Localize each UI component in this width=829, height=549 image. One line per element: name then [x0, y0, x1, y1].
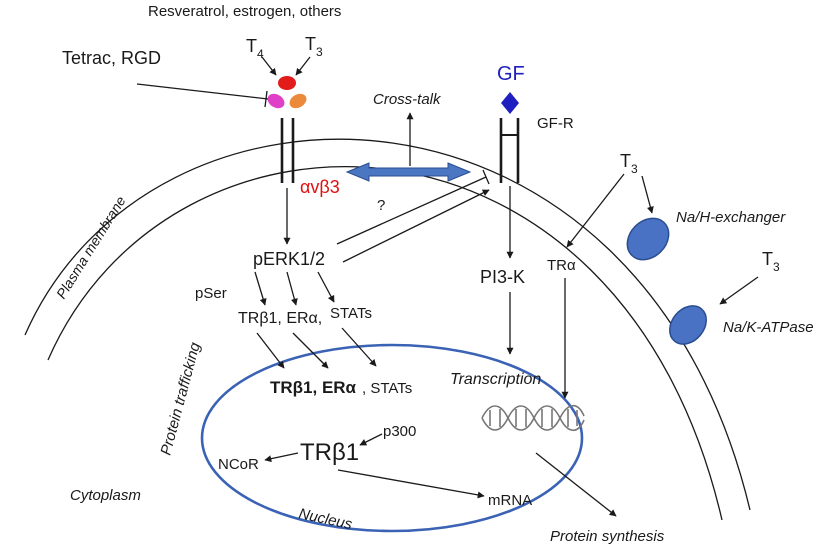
trb1-to-mrna-arrow — [337, 469, 485, 499]
perk-to-trb1-arrow — [254, 271, 267, 306]
protein-trafficking-label: Protein trafficking — [157, 340, 204, 457]
nah-exchanger-label: Na/H-exchanger — [676, 209, 786, 226]
t3-to-nah-exchanger-arrow — [641, 175, 654, 214]
ncor-label: NCoR — [218, 456, 259, 473]
p300-to-trb1-arrow — [359, 433, 383, 446]
ligands-top-label: Resveratrol, estrogen, others — [148, 3, 341, 20]
t3-to-nak-atpase-arrow — [719, 276, 759, 305]
pi3k-label: PI3-K — [480, 267, 525, 287]
t3-right-label: T3 — [620, 151, 638, 176]
gf-label: GF — [497, 63, 525, 85]
dna-to-protein-synthesis-arrow — [535, 452, 617, 517]
plasma-membrane-outer — [24, 138, 751, 511]
nuclear-tr-er-label: TRβ1, ERα — [270, 378, 357, 397]
dna-helix-icon — [481, 404, 585, 432]
cross-talk-double-arrow — [345, 162, 472, 182]
cytoplasmic-stats-label: STATs — [330, 305, 372, 322]
plasma-membrane-inner — [47, 166, 723, 521]
nuclear-stats-label: , STATs — [362, 380, 412, 397]
tetrac-inhibition-bar — [264, 90, 268, 108]
tetrac-inhibition-line — [136, 83, 269, 100]
pser-label: pSer — [195, 285, 227, 302]
perk-to-gfr-inhibition-line — [336, 176, 487, 245]
nucleus-label: Nucleus — [297, 505, 354, 533]
perk-to-gfr-arrow — [342, 189, 490, 263]
gf-ligand-diamond — [501, 92, 519, 114]
resveratrol-binding-site — [267, 93, 285, 109]
transcription-label: Transcription — [450, 371, 541, 388]
cytoplasmic-tr-er-label: TRβ1, ERα, — [238, 310, 322, 327]
p300-label: p300 — [383, 423, 416, 440]
t3-to-tralpha-arrow — [566, 173, 625, 248]
t3-top-arrow — [295, 56, 311, 76]
perk-label: pERK1/2 — [253, 249, 325, 269]
t3-top-label: T3 — [305, 34, 323, 59]
gf-r-label: GF-R — [537, 115, 574, 132]
question-mark: ? — [377, 197, 385, 214]
tralpha-label: TRα — [547, 257, 576, 274]
t3-far-label: T3 — [762, 249, 780, 274]
nak-atpase-channel — [669, 305, 707, 345]
cross-talk-label: Cross-talk — [373, 91, 442, 108]
trb1-translocation-arrow — [256, 332, 285, 369]
trb1-to-ncor-arrow — [264, 452, 299, 463]
perk-to-stats-arrow — [317, 271, 335, 303]
t3-binding-site — [278, 76, 296, 90]
t4-arrow — [261, 56, 277, 76]
estrogen-binding-site — [289, 93, 307, 109]
nah-exchanger-channel — [626, 217, 670, 261]
protein-synthesis-label: Protein synthesis — [550, 528, 665, 545]
trb1-nuclear-label: TRβ1 — [300, 439, 359, 466]
cytoplasm-label: Cytoplasm — [70, 487, 141, 504]
t4-label: T4 — [246, 36, 264, 61]
perk-to-era-arrow — [286, 271, 298, 306]
integrin-label: αvβ3 — [300, 177, 340, 197]
plasma-membrane-label: Plasma membrane — [53, 193, 129, 301]
tetrac-rgd-label: Tetrac, RGD — [62, 48, 161, 68]
nak-atpase-label: Na/K-ATPase — [723, 319, 814, 336]
stats-translocation-arrow — [341, 327, 377, 367]
mrna-label: mRNA — [488, 492, 532, 509]
nucleus-envelope — [200, 343, 584, 533]
perk-to-gfr-inhibition-bar — [482, 169, 490, 185]
era-translocation-arrow — [292, 332, 329, 369]
